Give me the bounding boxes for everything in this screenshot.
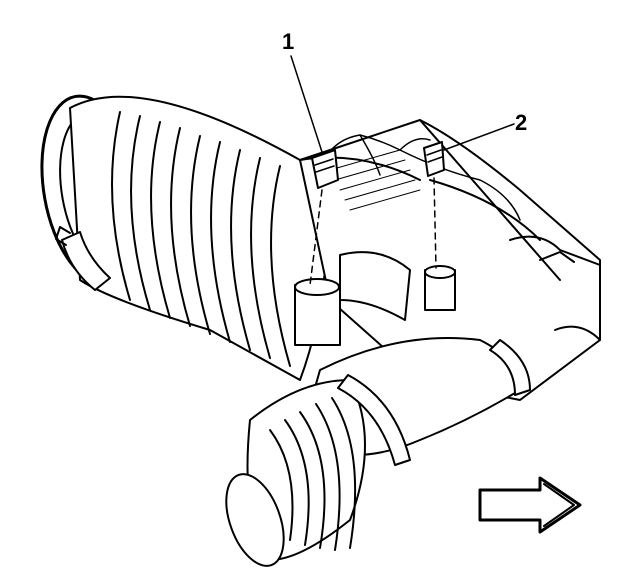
- wiring-harness: [319, 134, 521, 221]
- air-intake-duct: [40, 94, 331, 381]
- callout-label-1: 1: [282, 29, 295, 54]
- leader-line-2: [443, 123, 515, 151]
- connector-2: [423, 141, 445, 177]
- callout-label-2: 2: [515, 110, 528, 135]
- leader-line-1: [290, 55, 323, 153]
- installation-guides: [309, 177, 437, 286]
- outlet-duct: [225, 337, 531, 567]
- leader-lines: [290, 55, 515, 153]
- right-arrow-icon: [478, 476, 582, 534]
- connector-1: [311, 149, 339, 189]
- resonator-housing: [294, 119, 601, 401]
